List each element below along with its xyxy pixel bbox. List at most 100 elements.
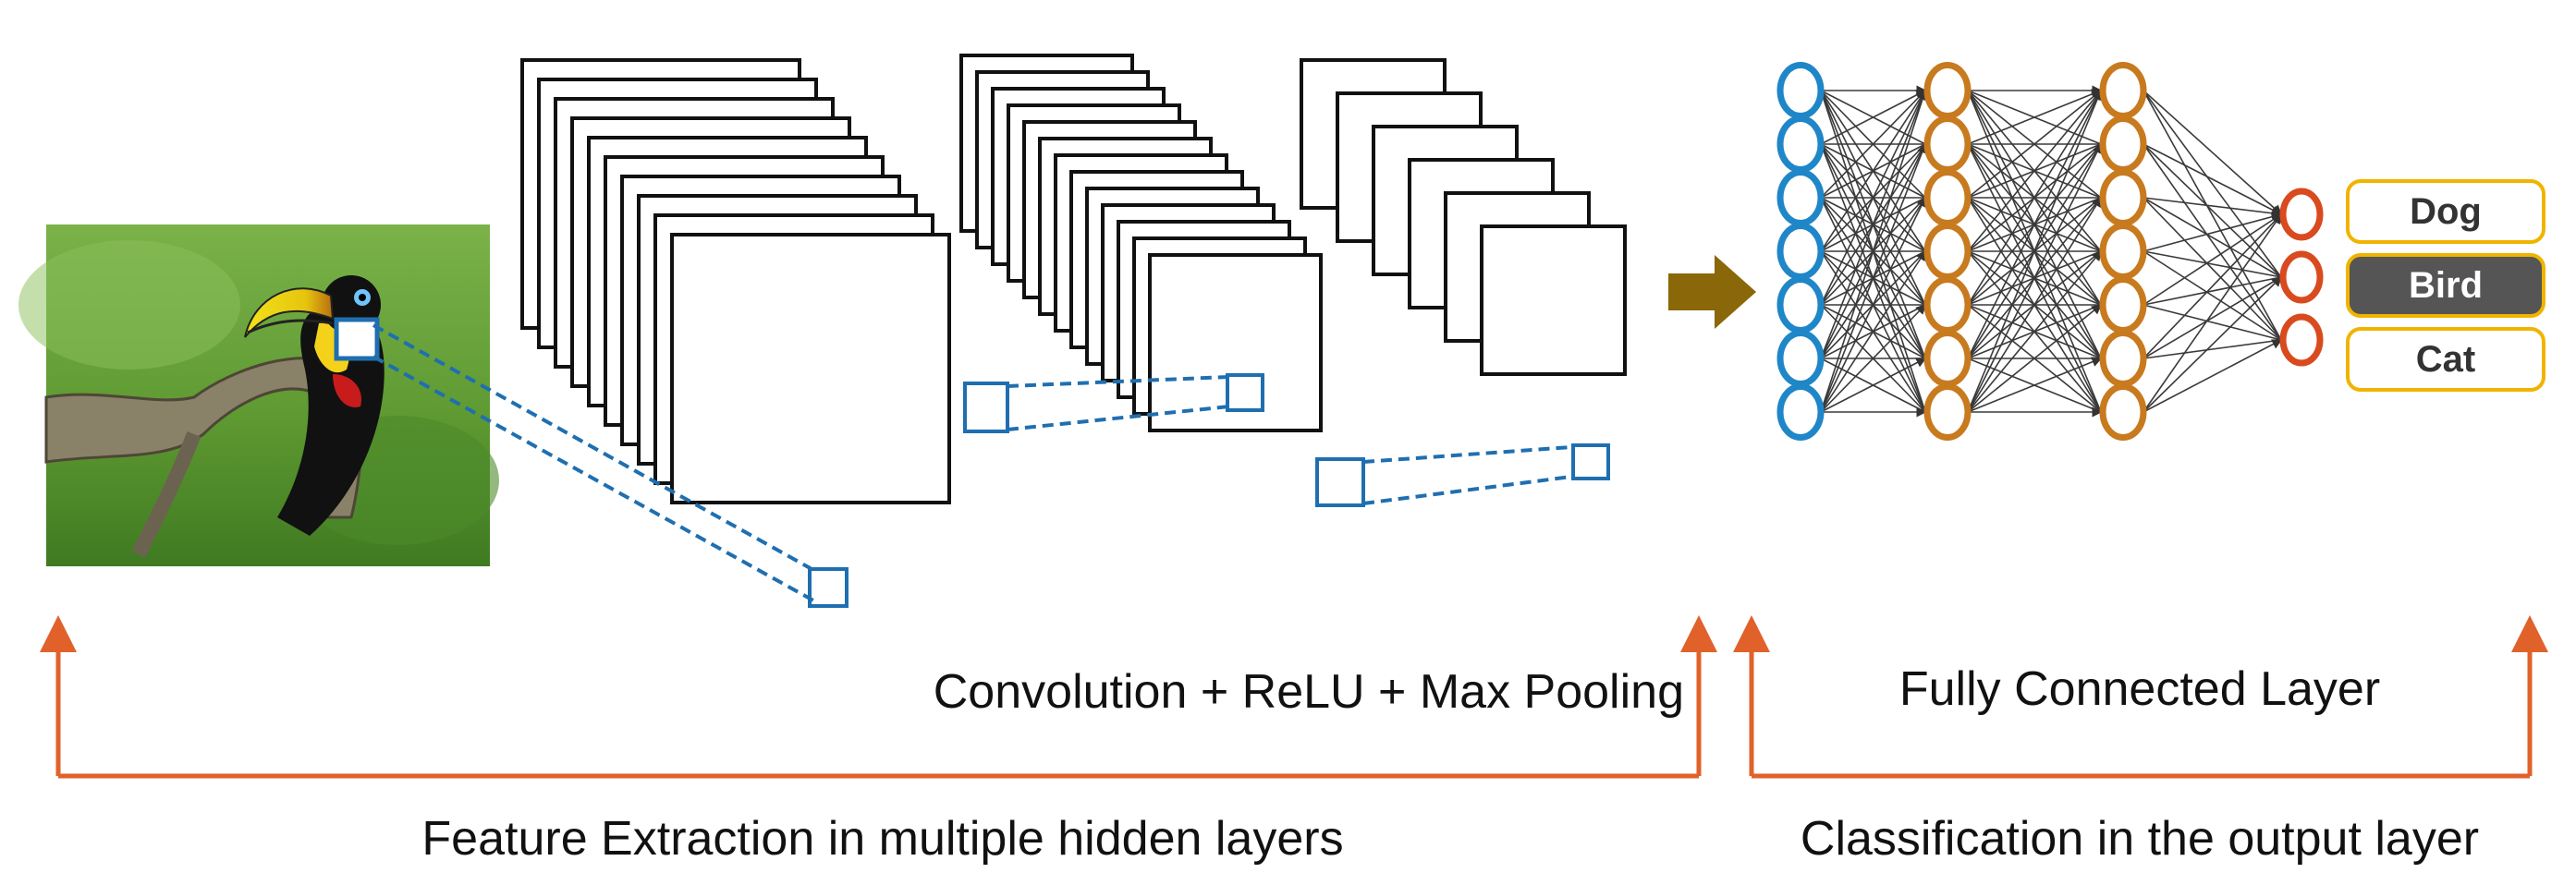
class-box — [2346, 253, 2545, 318]
connection — [2143, 276, 2282, 306]
connection — [2143, 250, 2282, 341]
hidden-neuron — [2099, 115, 2147, 173]
flow-arrow — [1668, 255, 1756, 329]
class-label: Cat — [2416, 339, 2475, 380]
classification-label: Classification in the output layer — [1801, 812, 2479, 866]
receptive-field-map3 — [1571, 443, 1610, 480]
connection — [2143, 339, 2283, 413]
class-label: Bird — [2409, 265, 2483, 306]
receptive-field-projections — [334, 317, 1610, 608]
input-neuron — [1776, 276, 1825, 333]
receptive-field-map1b — [963, 382, 1009, 433]
connection — [1967, 89, 2103, 199]
connection — [2143, 197, 2283, 219]
output-neuron — [2279, 313, 2324, 367]
receptive-field-map2 — [1226, 373, 1264, 412]
connection — [1820, 249, 1926, 413]
connection — [1820, 142, 1927, 413]
input-neuron — [1776, 330, 1825, 387]
output-neuron — [2279, 250, 2324, 304]
connection — [2143, 143, 2282, 278]
hidden-neuron — [2099, 223, 2147, 280]
feature-map-b-13 — [1148, 253, 1323, 432]
connection — [2143, 250, 2282, 278]
connection — [2143, 197, 2282, 278]
connection — [1967, 303, 2103, 413]
connection — [1967, 89, 2102, 359]
hidden-neuron — [2099, 383, 2147, 441]
conv-stage-label: Convolution + ReLU + Max Pooling — [934, 665, 1684, 719]
class-dog: Dog — [2346, 179, 2545, 244]
receptive-field-map1 — [808, 567, 848, 608]
input-neuron — [1776, 223, 1825, 280]
input-neuron — [1776, 62, 1825, 119]
connection — [1820, 89, 1926, 306]
connection — [1967, 249, 2103, 413]
connection — [1967, 357, 2103, 413]
hidden-neuron — [1923, 276, 1972, 333]
connection — [1967, 89, 2102, 306]
connection — [1967, 89, 2103, 252]
class-box — [2346, 327, 2545, 392]
classification-bracket — [1733, 615, 2548, 779]
connection — [2143, 143, 2282, 341]
input-neuron — [1776, 115, 1825, 173]
connection — [2143, 304, 2282, 341]
input-neuron — [1776, 169, 1825, 226]
connection — [1820, 89, 1927, 359]
connection — [1967, 89, 2103, 145]
class-box — [2346, 179, 2545, 244]
connection — [2143, 212, 2283, 359]
hidden-neuron — [1923, 223, 1972, 280]
hidden-neuron — [2099, 62, 2147, 119]
connection — [2143, 339, 2282, 359]
hidden-neuron — [1923, 115, 1972, 173]
input-image — [18, 224, 499, 566]
feature-map-stack-3 — [1300, 58, 1627, 376]
fc-stage-label: Fully Connected Layer — [1899, 662, 2380, 716]
hidden-neuron — [1923, 383, 1972, 441]
feature-extraction-bracket — [40, 615, 1717, 779]
receptive-field-input — [334, 317, 380, 361]
class-bird: Bird — [2346, 253, 2545, 318]
connection — [1820, 89, 1927, 199]
connection — [1820, 358, 1927, 413]
class-cat: Cat — [2346, 327, 2545, 392]
feature-map-a-10 — [670, 233, 951, 504]
connection — [1820, 89, 1928, 413]
receptive-field-map2b — [1315, 457, 1365, 507]
connection — [1820, 89, 1926, 252]
connection — [1820, 303, 1927, 413]
connection — [1967, 196, 2102, 413]
hidden-neuron — [2099, 169, 2147, 226]
hidden-neuron — [1923, 62, 1972, 119]
connection — [2143, 90, 2282, 341]
class-label: Dog — [2410, 191, 2482, 232]
connection — [2143, 143, 2283, 215]
connection — [2143, 275, 2283, 413]
output-neuron — [2279, 188, 2324, 241]
input-neuron — [1776, 383, 1825, 441]
feature-map-stack-2 — [959, 54, 1323, 432]
hidden-neuron — [1923, 169, 1972, 226]
network-connections — [1820, 85, 2283, 418]
connection — [2143, 213, 2283, 306]
connection — [2143, 212, 2283, 252]
hidden-neuron — [2099, 330, 2147, 387]
connection — [2143, 212, 2282, 413]
feature-map-c-6 — [1480, 224, 1627, 376]
connection — [2143, 197, 2282, 341]
hidden-neuron — [1923, 330, 1972, 387]
connection — [1820, 196, 1926, 413]
connection — [1967, 89, 2103, 413]
connection — [2143, 90, 2282, 278]
network-neurons — [1776, 62, 2324, 441]
hidden-neuron — [2099, 276, 2147, 333]
connection — [1820, 90, 1927, 145]
connection — [1967, 142, 2102, 413]
connection — [2143, 276, 2282, 359]
feature-extraction-label: Feature Extraction in multiple hidden la… — [421, 812, 1343, 866]
feature-map-stack-1 — [520, 58, 951, 504]
